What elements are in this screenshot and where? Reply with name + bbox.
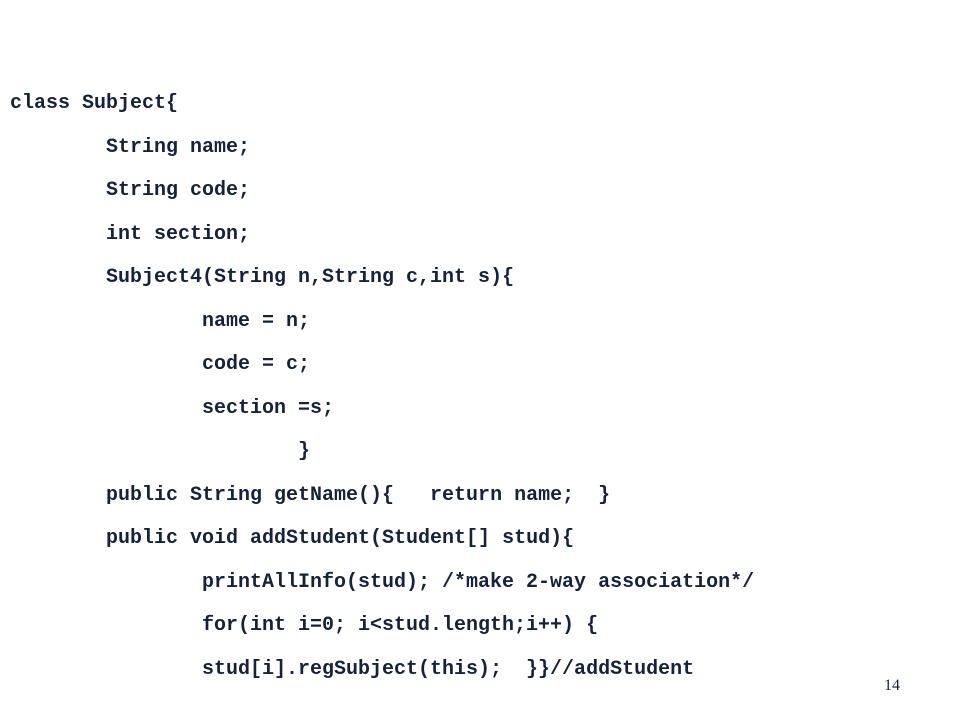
- code-line: public void addStudent(Student[] stud){: [106, 527, 575, 550]
- code-line: Subject4(String n,String c,int s){: [106, 266, 515, 289]
- code-line: String name;: [106, 135, 251, 159]
- code-line: class Subject{: [10, 92, 179, 115]
- code-line: String code;: [106, 179, 251, 202]
- code-line: public String getName(){ return name; }: [106, 483, 611, 507]
- code-line: section =s;: [202, 396, 335, 420]
- code-line: int section;: [106, 222, 251, 246]
- page-number: 14: [884, 677, 900, 694]
- code-line: name = n;: [202, 309, 311, 333]
- code-block: class Subject{ String name; String code;…: [10, 82, 754, 691]
- code-line: stud[i].regSubject(this); }}//addStudent: [202, 657, 695, 681]
- code-line: for(int i=0; i<stud.length;i++) {: [202, 614, 599, 637]
- code-line: }: [298, 440, 311, 463]
- code-line: printAllInfo(stud); /*make 2-way associa…: [202, 570, 755, 594]
- code-line: code = c;: [202, 353, 311, 376]
